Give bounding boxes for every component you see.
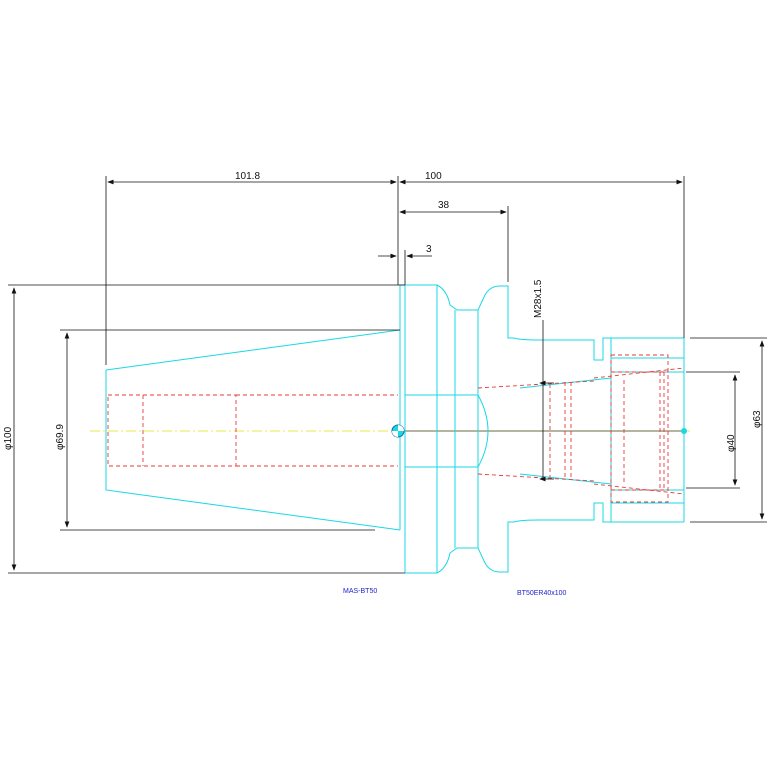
dim-gauge-right: 100 xyxy=(399,171,685,338)
dim-diameter-63: φ63 xyxy=(690,337,767,523)
dim-phi69-9: φ69.9 xyxy=(55,424,66,450)
dim-phi100: φ100 xyxy=(3,426,14,450)
shank-outline xyxy=(513,337,685,523)
dim-diameter-100: φ100 xyxy=(3,284,405,574)
flange-outline xyxy=(404,284,514,574)
gauge-point-marker xyxy=(391,424,687,438)
dim-m28: M28x1.5 xyxy=(533,279,544,318)
dim-101-8: 101.8 xyxy=(235,171,260,182)
taper-outline xyxy=(105,284,405,531)
dim-flange-offset: 3 xyxy=(378,244,432,285)
dim-phi40: φ40 xyxy=(726,434,737,452)
dim-gauge-left: 101.8 xyxy=(105,171,399,365)
dim-38: 38 xyxy=(438,200,450,211)
holder-label: BT50ER40x100 xyxy=(517,590,567,597)
dim-flange-width: 38 xyxy=(399,200,509,282)
dim-100: 100 xyxy=(425,171,442,182)
dim-3: 3 xyxy=(426,244,432,255)
dim-diameter-40: φ40 xyxy=(686,371,740,489)
dim-thread: M28x1.5 xyxy=(533,279,554,482)
dim-diameter-69-9: φ69.9 xyxy=(55,329,400,531)
hidden-features xyxy=(107,354,685,503)
dim-phi63: φ63 xyxy=(752,410,763,428)
taper-label: MAS-BT50 xyxy=(343,588,377,595)
